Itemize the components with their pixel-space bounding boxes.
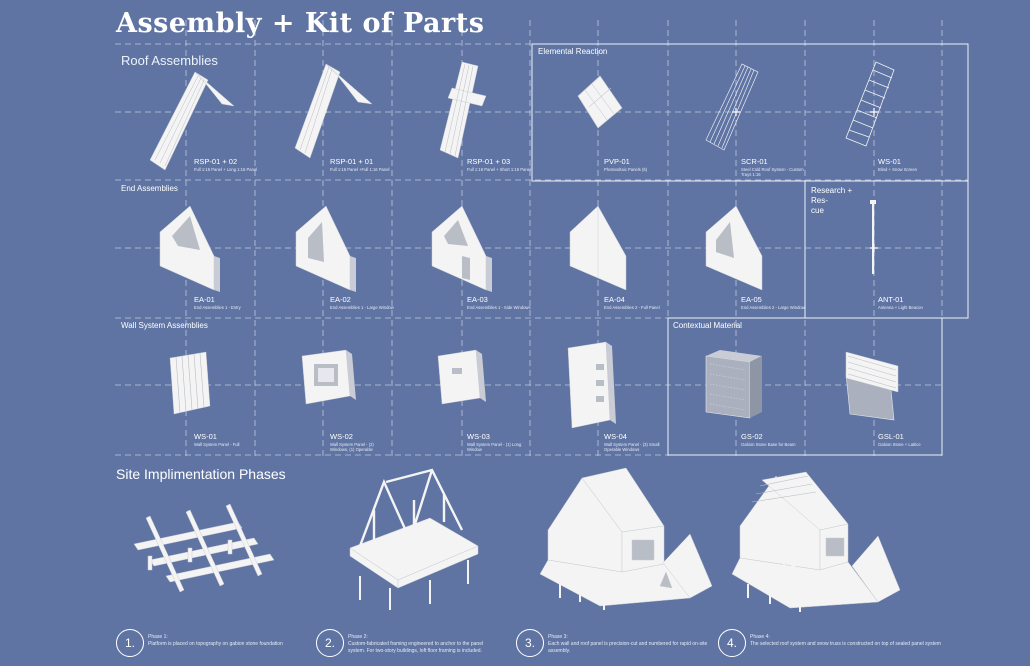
roof-desc-6: Blind + Snow Screen: [878, 167, 917, 172]
phase-2-text: Custom-fabricated framing engineered to …: [348, 641, 484, 654]
roof-code-5: SCR-01: [741, 157, 768, 166]
wall-code-5: GS-02: [741, 432, 763, 441]
wall-panel-ws-04: [567, 341, 616, 429]
end-desc-6: Antenna + Light Beacon: [878, 305, 923, 310]
wall-desc-6: Gabion Stone + Lattice: [878, 442, 921, 447]
end-assembly-ea-05: [705, 205, 763, 291]
roof-desc-5: Steel Cold Roof System - Custom Trays 1:…: [741, 167, 804, 177]
phase-4-number: 4.: [718, 629, 746, 657]
phase-1-text: Platform is placed on topography on gabi…: [148, 641, 283, 647]
roof-code-2: RSP-01 + 01: [330, 157, 374, 166]
wall-code-4: WS-04: [604, 432, 627, 441]
pv-panels-pvp-01: [577, 75, 623, 129]
section-label-wall: Wall System Assemblies: [121, 321, 208, 330]
roof-desc-1: Full 1:16 Panel + Long 1:16 Panel: [194, 167, 258, 172]
roof-panel-rsp-01-02: [149, 71, 235, 171]
wall-panel-ws-03: [437, 349, 486, 405]
section-label-elemental: Elemental Reaction: [538, 47, 608, 56]
steel-cold-roof-scr-01: [705, 63, 759, 151]
roof-code-4: PVP-01: [604, 157, 630, 166]
end-assembly-ea-03: [431, 205, 492, 292]
wall-desc-3: Wall System Panel - (1) Long Window: [467, 442, 522, 452]
end-desc-3: End Assemblies 1 - Side Windows: [467, 305, 531, 310]
gabion-stone-gs-02: [705, 350, 762, 419]
roof-code-1: RSP-01 + 02: [194, 157, 238, 166]
roof-panel-rsp-01-01: [294, 63, 373, 159]
section-label-roof: Roof Assemblies: [121, 53, 218, 68]
phase-2-framing: [349, 468, 479, 610]
roof-desc-2: Full 1:16 Panel +Full 1:16 Panel: [330, 167, 390, 172]
wall-code-6: GSL-01: [878, 432, 904, 441]
roof-code-3: RSP-01 + 03: [467, 157, 511, 166]
phase-3-number: 3.: [516, 629, 544, 657]
end-desc-5: End Assemblies 2 - Large Window: [741, 305, 805, 310]
roof-panel-rsp-01-03: [439, 61, 487, 159]
wall-desc-1: Wall System Panel - Full: [194, 442, 240, 447]
wall-code-3: WS-03: [467, 432, 490, 441]
snow-screen-ws-01: [845, 61, 895, 147]
wall-code-1: WS-01: [194, 432, 217, 441]
section-label-research: Research + Res- cue: [811, 186, 853, 215]
phase-3-text: Each wall and roof panel is precision-cu…: [548, 641, 708, 654]
phase-2-heading: Phase 2:: [348, 634, 368, 640]
phase-1-heading: Phase 1:: [148, 634, 168, 640]
phase-4-heading: Phase 4:: [750, 634, 770, 640]
wall-desc-5: Gabion Stone Base for Beam: [741, 442, 796, 447]
wall-desc-2: Wall System Panel - (2) Windows, (1) Ope…: [330, 442, 374, 452]
phase-1-platform: [133, 503, 275, 593]
end-code-1: EA-01: [194, 295, 215, 304]
phase-3-panels: [539, 467, 713, 610]
end-assembly-ea-04: [569, 205, 627, 291]
end-code-6: ANT-01: [878, 295, 904, 304]
end-assembly-ea-01: [159, 205, 220, 292]
end-code-2: EA-02: [330, 295, 351, 304]
end-desc-1: End Assemblies 1 - Entry: [194, 305, 241, 310]
end-code-5: EA-05: [741, 295, 762, 304]
phase-1-number: 1.: [116, 629, 144, 657]
section-label-contextual: Contextual Material: [673, 321, 742, 330]
section-label-end: End Assemblies: [121, 184, 178, 193]
board-title: Assembly + Kit of Parts: [116, 8, 485, 39]
end-code-4: EA-04: [604, 295, 625, 304]
roof-desc-4: Photovoltaic Panels (6): [604, 167, 648, 172]
end-desc-4: End Assemblies 2 - Full Panel: [604, 305, 660, 310]
wall-panel-ws-01: [169, 351, 211, 415]
wall-code-2: WS-02: [330, 432, 353, 441]
phase-4-text: The selected roof system and snow truss …: [750, 641, 941, 647]
wall-desc-4: Wall System Panel - (3) Small Operable W…: [604, 442, 660, 452]
phase-2-number: 2.: [316, 629, 344, 657]
end-desc-2: End Assemblies 1 - Large Window: [330, 305, 394, 310]
gabion-lattice-gsl-01: [845, 351, 899, 421]
roof-code-6: WS-01: [878, 157, 901, 166]
roof-desc-3: Full 1:16 Panel + Short 1:16 Panel: [467, 167, 531, 172]
phase-4-complete: [731, 471, 901, 612]
wall-panel-ws-02: [301, 349, 356, 405]
antenna-ant-01: [870, 200, 876, 274]
end-code-3: EA-03: [467, 295, 488, 304]
end-assembly-ea-02: [295, 205, 356, 292]
phase-3-heading: Phase 3:: [548, 634, 568, 640]
section-label-site: Site Implimentation Phases: [116, 466, 286, 482]
